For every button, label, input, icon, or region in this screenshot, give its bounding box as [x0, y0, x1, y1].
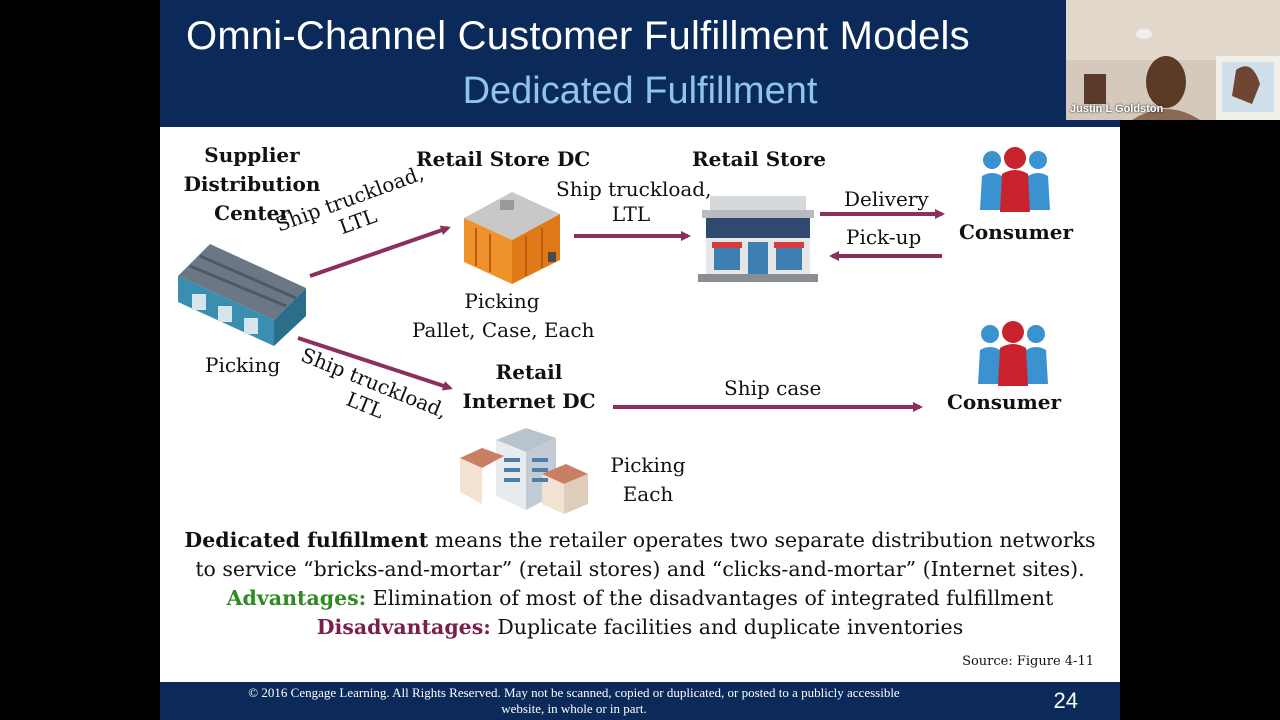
- participant-name: Justin L Goldston: [1070, 103, 1163, 115]
- disadvantages-label: Disadvantages:: [317, 615, 491, 639]
- store-dc-picking-label: Picking Pallet, Case, Each: [412, 287, 592, 345]
- internet-dc-label: Retail Internet DC: [454, 358, 604, 416]
- supplier-dc-line2: Distribution: [182, 170, 322, 199]
- description-block: Dedicated fulfillment means the retailer…: [160, 526, 1120, 642]
- internet-dc-line2: Internet DC: [454, 387, 604, 416]
- internet-dc-picking-label: Picking Each: [600, 451, 696, 509]
- ship-truckload-store-line1: Ship truckload,: [556, 177, 706, 202]
- copyright-line1: © 2016 Cengage Learning. All Rights Rese…: [184, 685, 964, 701]
- source-note: Source: Figure 4-11: [962, 654, 1094, 669]
- supplier-picking-label: Picking: [205, 352, 280, 379]
- ship-truckload-store-line2: LTL: [556, 202, 706, 227]
- consumer-top-label: Consumer: [959, 219, 1073, 246]
- fulfillment-center-icon: [456, 424, 590, 520]
- store-dc-picking: Picking: [412, 287, 592, 316]
- slide-footer: © 2016 Cengage Learning. All Rights Rese…: [160, 682, 1120, 720]
- page-number: 24: [1054, 688, 1078, 714]
- internet-dc-line1: Retail: [454, 358, 604, 387]
- retail-store-icon: [696, 192, 820, 284]
- description-line1: Dedicated fulfillment means the retailer…: [160, 526, 1120, 555]
- ship-truckload-label-store: Ship truckload, LTL: [556, 177, 706, 227]
- advantages-text: Elimination of most of the disadvantages…: [366, 586, 1053, 610]
- copyright-notice: © 2016 Cengage Learning. All Rights Rese…: [184, 685, 964, 717]
- store-dc-picking-detail: Pallet, Case, Each: [412, 316, 592, 345]
- disadvantages-text: Duplicate facilities and duplicate inven…: [491, 615, 963, 639]
- consumer-group-icon-2: [976, 320, 1050, 386]
- retail-store-label: Retail Store: [692, 146, 826, 173]
- delivery-label: Delivery: [844, 186, 929, 213]
- advantages-label: Advantages:: [227, 586, 367, 610]
- webcam-video-tile[interactable]: Justin L Goldston: [1066, 0, 1280, 120]
- webcam-video-feed: [1066, 0, 1280, 120]
- ship-case-label: Ship case: [724, 375, 821, 402]
- copyright-line2: website, in whole or in part.: [184, 701, 964, 717]
- description-line2: to service “bricks-and-mortar” (retail s…: [160, 555, 1120, 584]
- description-definition: means the retailer operates two separate…: [428, 528, 1095, 552]
- disadvantages-line: Disadvantages: Duplicate facilities and …: [160, 613, 1120, 642]
- pickup-label: Pick-up: [846, 224, 921, 251]
- consumer-bottom-label: Consumer: [947, 389, 1061, 416]
- internet-dc-picking-detail: Each: [600, 480, 696, 509]
- retail-store-dc-label: Retail Store DC: [416, 146, 590, 173]
- consumer-group-icon: [978, 146, 1052, 212]
- distribution-center-icon: [456, 184, 566, 288]
- advantages-line: Advantages: Elimination of most of the d…: [160, 584, 1120, 613]
- description-term: Dedicated fulfillment: [184, 528, 428, 552]
- supplier-dc-line1: Supplier: [182, 141, 322, 170]
- presentation-slide: Omni-Channel Customer Fulfillment Models…: [160, 0, 1120, 720]
- internet-dc-picking: Picking: [600, 451, 696, 480]
